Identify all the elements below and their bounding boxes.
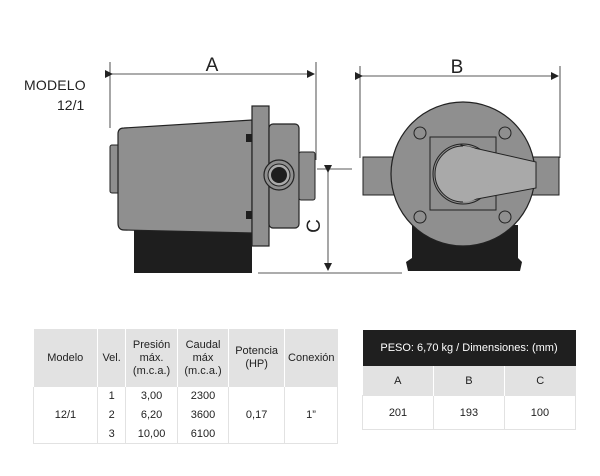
model-number: 12/1	[57, 97, 85, 113]
pump-front-view	[362, 101, 560, 271]
table-row: 12/1 1 3,00 2300 0,17 1”	[33, 387, 338, 444]
dimensions-table: PESO: 6,70 kg / Dimensiones: (mm) A B C …	[362, 330, 577, 430]
dimension-c: C	[258, 165, 402, 274]
header-vel: Vel.	[97, 329, 127, 387]
cell-caudal: 6100	[177, 424, 230, 445]
dims-value-b: 193	[432, 395, 505, 430]
dimension-a: A	[105, 55, 317, 160]
dims-value-a: 201	[362, 395, 434, 430]
cell-presion: 10,00	[125, 424, 178, 445]
cell-vel: 1	[97, 387, 127, 406]
dimension-b-label: B	[451, 57, 464, 78]
cell-conexion: 1”	[284, 387, 338, 444]
dims-header-c: C	[504, 366, 576, 396]
cell-potencia: 0,17	[228, 387, 286, 444]
header-modelo: Modelo	[33, 329, 98, 387]
pump-side-view	[109, 105, 316, 273]
cell-model: 12/1	[33, 387, 98, 444]
cell-vel: 3	[97, 424, 127, 445]
cell-presion: 3,00	[125, 387, 178, 406]
dims-header-b: B	[433, 366, 505, 396]
cell-caudal: 3600	[177, 405, 230, 425]
dims-value-c: 100	[503, 395, 577, 430]
cell-vel: 2	[97, 405, 127, 425]
header-potencia: Potencia(HP)	[228, 329, 286, 387]
dims-header-a: A	[362, 366, 434, 396]
model-label: MODELO	[24, 77, 86, 93]
header-conexion: Conexión	[284, 329, 338, 387]
cell-presion: 6,20	[125, 405, 178, 425]
dimension-a-label: A	[206, 55, 219, 76]
weight-dimensions-title: PESO: 6,70 kg / Dimensiones: (mm)	[362, 330, 576, 366]
table-row: 2 6,20 3600	[34, 405, 338, 425]
dims-header-row: A B C	[362, 366, 576, 396]
dimension-b: B	[355, 57, 561, 158]
table-row: 3 10,00 6100	[34, 424, 338, 445]
dims-value-row: 201 193 100	[362, 395, 577, 430]
cell-caudal: 2300	[177, 387, 230, 406]
pump-technical-drawing: A B C	[105, 55, 561, 274]
dimension-c-label: C	[304, 219, 325, 233]
